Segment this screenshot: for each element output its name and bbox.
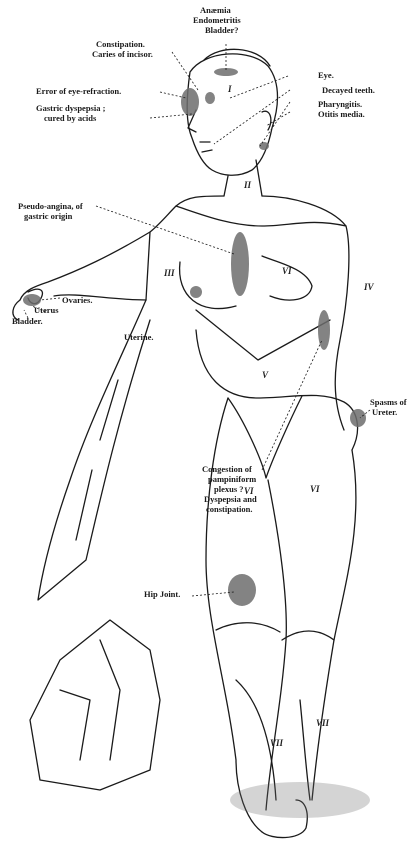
spot-hip	[228, 574, 256, 606]
spot-ear	[259, 142, 269, 150]
leg-inner	[266, 480, 286, 810]
knee-line	[216, 623, 334, 640]
neck	[224, 160, 262, 196]
breast-right	[262, 256, 312, 300]
label-hip-joint: Hip Joint.	[144, 590, 180, 599]
spot-breast	[190, 286, 202, 298]
zone-6-thigh-right: VI	[310, 484, 320, 494]
label-uterus: Uterus	[34, 306, 59, 315]
label-otitis: Otitis media.	[318, 110, 365, 119]
spot-gastric	[231, 232, 249, 296]
zone-7-right: VII	[316, 718, 329, 728]
label-spasms-1: Spasms of	[370, 398, 407, 407]
zone-1: I	[228, 84, 232, 94]
leader-pharyngitis	[260, 102, 290, 146]
spot-head-left	[181, 88, 199, 116]
label-uterine: Uterine.	[124, 333, 154, 342]
label-pseudo-angina-2: gastric origin	[24, 212, 72, 221]
zone-3: III	[164, 268, 175, 278]
zone-6-chest: VI	[282, 266, 292, 276]
leader-gastric-dyspepsia	[150, 114, 192, 118]
leader-teeth	[214, 90, 290, 144]
rock	[30, 620, 160, 790]
zone-7-left: VII	[270, 738, 283, 748]
breast-left	[180, 262, 236, 309]
leg-right-outer	[312, 450, 356, 800]
label-bladder: Bladder.	[12, 317, 43, 326]
leader-congestion	[262, 340, 322, 470]
label-decayed-teeth: Decayed teeth.	[322, 86, 375, 95]
label-congestion-3: plexus ?	[214, 485, 244, 494]
label-bladder-top: Bladder?	[205, 26, 239, 35]
label-pseudo-angina-1: Pseudo-angina, of	[18, 202, 83, 211]
label-caries: Caries of incisor.	[92, 50, 153, 59]
label-constipation: Constipation.	[96, 40, 145, 49]
label-eye-refraction: Error of eye-refraction.	[36, 87, 121, 96]
hair-outline	[204, 49, 270, 66]
drape-outline	[38, 300, 150, 600]
leader-constipation	[172, 52, 198, 90]
label-endometritis: Endometritis	[193, 16, 241, 25]
spot-head-center	[205, 92, 215, 104]
abdomen-v-line	[196, 310, 330, 360]
spot-ureter	[350, 409, 366, 427]
label-pharyngitis: Pharyngitis.	[318, 100, 362, 109]
drape-fold	[76, 380, 118, 540]
torso-outline	[146, 196, 349, 430]
leader-hip	[192, 592, 234, 596]
label-congestion-5: constipation.	[206, 505, 253, 514]
label-anaemia: Anæmia	[200, 6, 231, 15]
label-congestion-1: Congestion of	[202, 465, 252, 474]
label-congestion-2: pampiniform	[208, 475, 256, 484]
label-spasms-2: Ureter.	[372, 408, 397, 417]
label-congestion-4: Dyspepsia and	[204, 495, 257, 504]
leader-ovaries	[40, 298, 60, 300]
label-gastric-dyspepsia-1: Gastric dyspepsia ;	[36, 104, 105, 113]
leader-eye	[230, 76, 288, 98]
ground-shadow	[230, 782, 370, 818]
ear	[262, 111, 271, 130]
zone-2: II	[244, 180, 251, 190]
leader-pseudo-angina	[96, 206, 234, 254]
label-gastric-dyspepsia-2: cured by acids	[44, 114, 96, 123]
zone-5: V	[262, 370, 268, 380]
waist-band	[196, 330, 358, 450]
zone-6-thigh-left: VI	[244, 486, 254, 496]
label-eye: Eye.	[318, 71, 334, 80]
label-ovaries: Ovaries.	[62, 296, 92, 305]
zone-4: IV	[364, 282, 374, 292]
chest-boundary	[176, 206, 346, 226]
nose-mouth	[188, 110, 212, 152]
spot-flank	[318, 310, 330, 350]
